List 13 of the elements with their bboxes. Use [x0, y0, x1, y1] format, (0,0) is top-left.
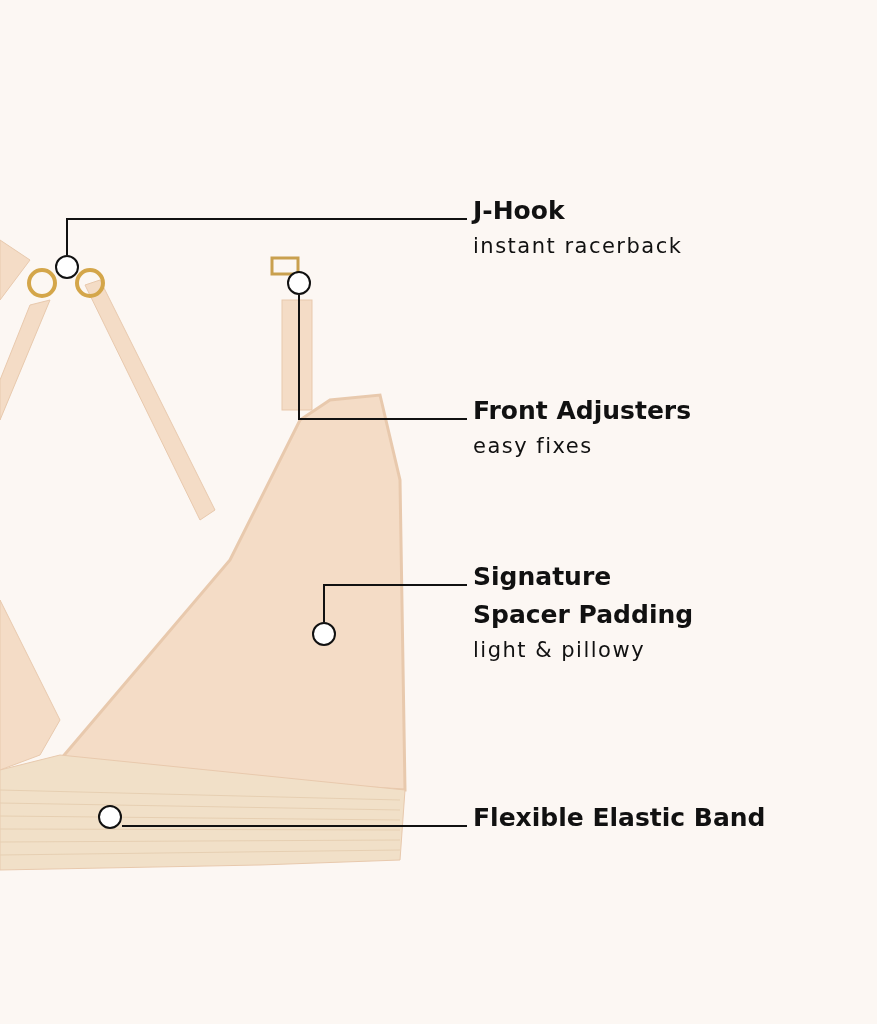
callout-title: Signature Spacer Padding	[473, 561, 695, 631]
callout-title: Front Adjusters	[473, 395, 693, 427]
leader-line	[121, 825, 468, 827]
callout-description: easy fixes	[473, 433, 594, 460]
leader-line	[66, 218, 468, 256]
callout-marker	[55, 255, 79, 279]
callout-description: instant racerback	[473, 233, 684, 260]
leader-line	[323, 584, 468, 623]
leader-line	[298, 294, 468, 420]
callout-description: light & pillowy	[473, 637, 647, 664]
callout-title: Flexible Elastic Band	[473, 802, 767, 834]
callout-title: J-Hook	[473, 195, 566, 227]
callout-marker	[287, 271, 311, 295]
